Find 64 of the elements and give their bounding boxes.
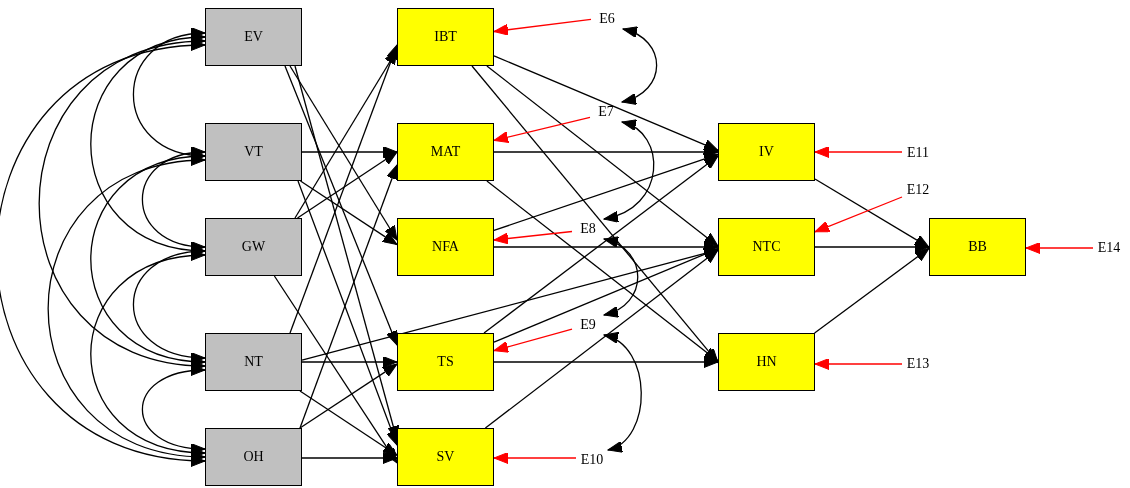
variable-box: VT	[205, 123, 302, 181]
variable-box: NT	[205, 333, 302, 391]
arrow	[493, 55, 719, 152]
arrow	[493, 230, 573, 245]
double-headed-arrow	[38, 36, 206, 371]
arrow	[493, 356, 719, 368]
double-headed-arrow	[603, 237, 639, 317]
error-term-label: E7	[590, 102, 622, 122]
arrow	[493, 452, 577, 464]
error-term-label: E13	[902, 354, 934, 374]
arrow	[814, 358, 903, 370]
variable-box: IV	[718, 123, 815, 181]
double-headed-arrow	[90, 151, 206, 367]
error-term-label: E8	[572, 219, 604, 239]
arrow	[484, 249, 719, 429]
variable-box: IBT	[397, 8, 494, 66]
arrow	[813, 247, 930, 334]
double-headed-arrow	[47, 155, 206, 462]
arrow	[814, 146, 903, 158]
arrow	[273, 275, 398, 464]
arrow	[486, 65, 719, 247]
arrow	[814, 241, 930, 253]
arrow	[299, 390, 398, 456]
variable-box: HN	[718, 333, 815, 391]
arrow	[814, 196, 903, 233]
arrow	[1025, 242, 1094, 254]
arrow	[301, 356, 398, 368]
variable-box: EV	[205, 8, 302, 66]
double-headed-arrow	[603, 121, 655, 222]
variable-box: NFA	[397, 218, 494, 276]
variable-box: BB	[929, 218, 1026, 276]
arrow	[289, 65, 398, 241]
double-headed-arrow	[90, 250, 206, 458]
double-headed-arrow	[621, 27, 658, 104]
variable-box: GW	[205, 218, 302, 276]
arrow	[296, 151, 398, 219]
arrow	[814, 178, 930, 249]
error-term-label: E9	[572, 315, 604, 335]
error-term-label: E11	[902, 143, 934, 163]
variable-box: NTC	[718, 218, 815, 276]
variable-box: SV	[397, 428, 494, 486]
error-term-label: E10	[576, 450, 608, 470]
arrow	[299, 363, 398, 429]
double-headed-arrow	[141, 365, 206, 454]
variable-box: TS	[397, 333, 494, 391]
arrow	[301, 452, 398, 464]
arrow	[301, 146, 398, 158]
arrow	[493, 116, 591, 143]
arrow	[493, 248, 719, 343]
arrow	[486, 180, 719, 362]
arrow	[493, 153, 719, 232]
variable-box: MAT	[397, 123, 494, 181]
double-headed-arrow	[132, 246, 206, 363]
arrow	[299, 180, 398, 246]
double-headed-arrow	[603, 334, 642, 451]
variable-box: OH	[205, 428, 302, 486]
error-term-label: E12	[902, 180, 934, 200]
arrow	[493, 328, 573, 353]
arrow	[493, 18, 592, 36]
double-headed-arrow	[0, 40, 206, 466]
arrow	[483, 155, 719, 334]
error-term-label: E6	[591, 9, 623, 29]
error-term-label: E14	[1093, 238, 1125, 258]
double-headed-arrow	[141, 147, 206, 252]
